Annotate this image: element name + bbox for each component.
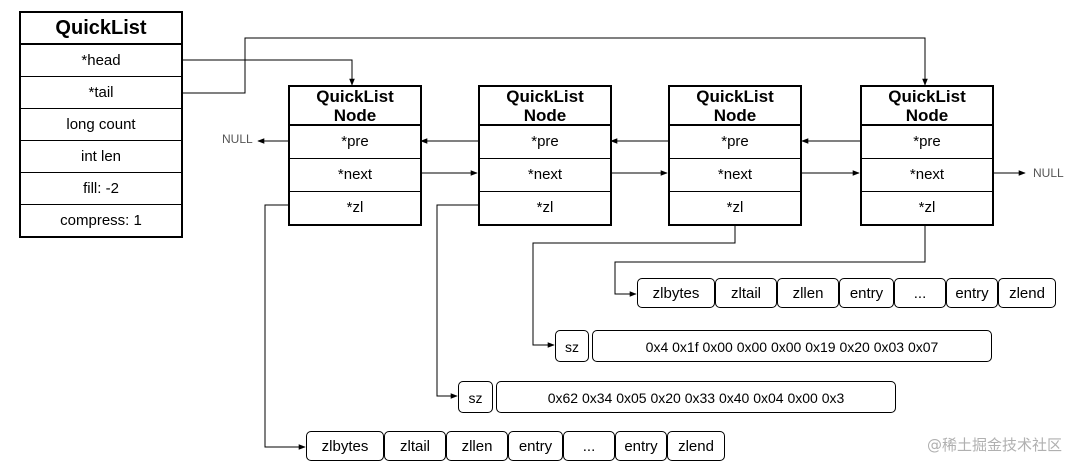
ziplist-cell: zlend (667, 431, 725, 461)
ziplist-upper: zlbytes zltail zllen entry ... entry zle… (637, 278, 1056, 308)
node-field-pre: *pre (480, 126, 610, 159)
ziplist-cell: ... (894, 278, 946, 308)
null-left-label: NULL (222, 132, 253, 146)
compressed-sz-2: sz (458, 381, 493, 413)
ziplist-cell: ... (563, 431, 615, 461)
zl-pointer-4 (614, 222, 926, 297)
quicklist-struct: QuickList *head *tail long count int len… (19, 11, 183, 238)
node-field-next: *next (670, 159, 800, 192)
ziplist-cell: zltail (384, 431, 446, 461)
node-field-zl: *zl (536, 199, 554, 216)
node-field-pre: *pre (290, 126, 420, 159)
ziplist-cell: entry (839, 278, 894, 308)
ziplist-cell: entry (946, 278, 998, 308)
head-pointer-arrow (181, 59, 355, 86)
node-field-next: *next (290, 159, 420, 192)
quicklist-field-compress: compress: 1 (60, 212, 142, 229)
ziplist-cell: entry (615, 431, 667, 461)
ziplist-cell: zltail (715, 278, 777, 308)
node-field-zl: *zl (346, 199, 364, 216)
quicklist-title: QuickList (21, 13, 181, 45)
compressed-bytes-1: 0x4 0x1f 0x00 0x00 0x00 0x19 0x20 0x03 0… (592, 330, 992, 362)
ziplist-cell: zlbytes (637, 278, 715, 308)
compressed-bytes-2: 0x62 0x34 0x05 0x20 0x33 0x40 0x04 0x00 … (496, 381, 896, 413)
compressed-sz-1: sz (555, 330, 589, 362)
node-field-pre: *pre (670, 126, 800, 159)
watermark: @稀土掘金技术社区 (926, 436, 1062, 454)
zl-pointer-2 (436, 204, 478, 399)
node-field-next: *next (862, 159, 992, 192)
node-field-pre: *pre (862, 126, 992, 159)
ziplist-lower: zlbytes zltail zllen entry ... entry zle… (306, 431, 725, 461)
quicklist-field-len: int len (21, 141, 181, 173)
zl-pointer-3 (532, 222, 736, 348)
zl-pointer-1 (264, 204, 306, 450)
node-field-next: *next (480, 159, 610, 192)
tail-pointer-arrow (181, 37, 928, 94)
node-field-zl: *zl (726, 199, 744, 216)
ziplist-cell: zllen (446, 431, 508, 461)
ziplist-cell: zlend (998, 278, 1056, 308)
null-right-label: NULL (1033, 166, 1064, 180)
quicklist-field-count: long count (21, 109, 181, 141)
node-field-zl: *zl (918, 199, 936, 216)
ziplist-cell: zllen (777, 278, 839, 308)
ziplist-cell: entry (508, 431, 563, 461)
ziplist-cell: zlbytes (306, 431, 384, 461)
quicklist-field-head: *head (21, 45, 181, 77)
quicklist-field-tail: *tail (21, 77, 181, 109)
quicklist-field-fill: fill: -2 (21, 173, 181, 205)
